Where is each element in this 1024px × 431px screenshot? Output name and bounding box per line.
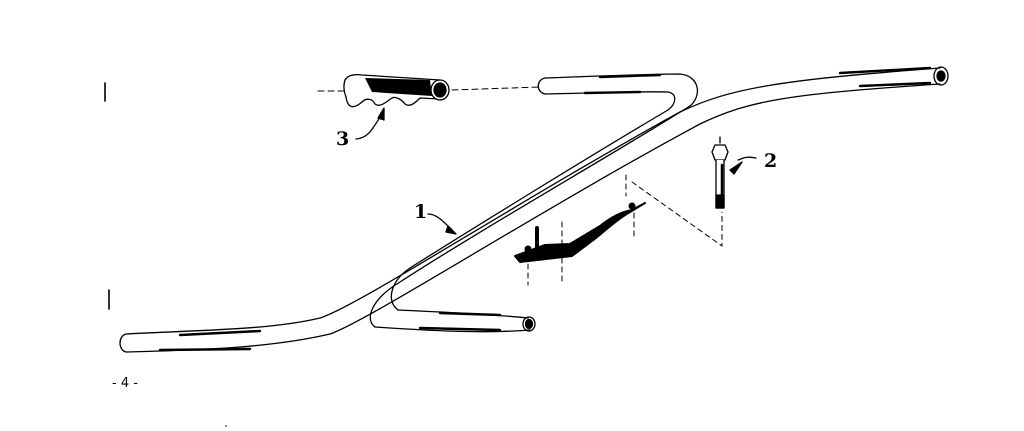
- handlebar-tube: [119, 66, 949, 353]
- callout-part-1: 1: [414, 201, 428, 223]
- handlebar-z-bend: [369, 73, 699, 333]
- bolt: [711, 136, 729, 209]
- speck: [225, 425, 227, 427]
- callout-part-2: 2: [764, 150, 778, 172]
- page-number: - 4 -: [112, 376, 138, 391]
- leader-lines: [355, 107, 757, 235]
- margin-marks: [104, 82, 110, 310]
- hand-grip: [343, 74, 450, 108]
- callout-part-3: 3: [336, 128, 350, 150]
- grip-alignment-line: [317, 86, 541, 92]
- mounting-bracket: [514, 174, 723, 286]
